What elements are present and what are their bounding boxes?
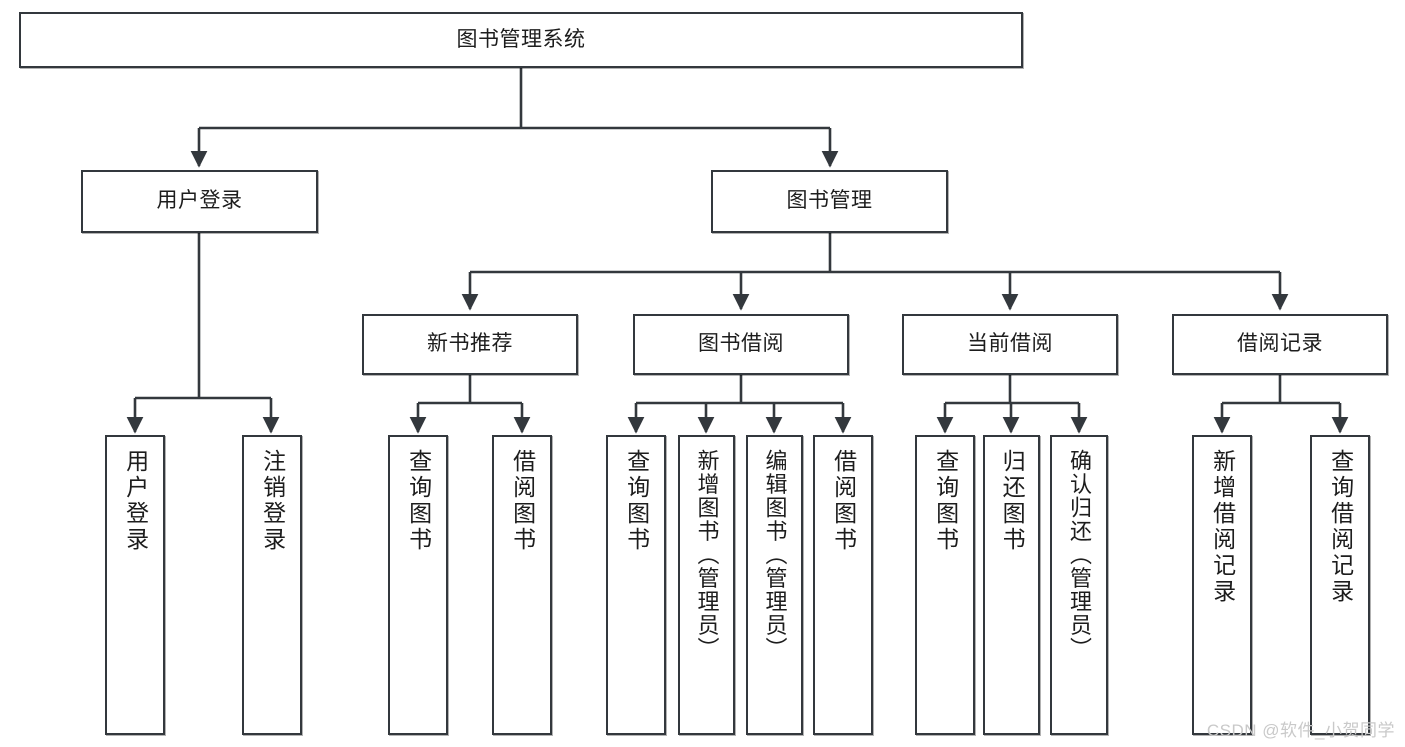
leaf-user-logout-label: 注销登录	[259, 449, 286, 553]
node-borrowing-record[interactable]: 借阅记录	[1172, 314, 1388, 375]
leaf-query-borrowing-record-label: 查询借阅记录	[1327, 449, 1354, 605]
node-book-management-label: 图书管理	[786, 189, 873, 213]
leaf-query-book-2[interactable]: 查询图书	[606, 435, 666, 735]
leaf-edit-book[interactable]: 编辑图书（管理员）	[746, 435, 803, 735]
leaf-confirm-return-label: 确认归还（管理员）	[1066, 449, 1092, 661]
leaf-add-book[interactable]: 新增图书（管理员）	[678, 435, 735, 735]
node-user-login-label: 用户登录	[156, 189, 243, 213]
leaf-query-borrowing-record[interactable]: 查询借阅记录	[1310, 435, 1370, 735]
leaf-borrow-book-2[interactable]: 借阅图书	[813, 435, 873, 735]
leaf-query-book-1[interactable]: 查询图书	[388, 435, 448, 735]
node-root-label: 图书管理系统	[456, 27, 586, 51]
leaf-query-book-1-label: 查询图书	[405, 449, 432, 553]
node-book-borrowing[interactable]: 图书借阅	[633, 314, 849, 375]
node-root[interactable]: 图书管理系统	[19, 12, 1023, 68]
leaf-query-book-3-label: 查询图书	[932, 449, 959, 553]
leaf-borrow-book-2-label: 借阅图书	[830, 449, 857, 553]
leaf-query-book-2-label: 查询图书	[623, 449, 650, 553]
node-current-borrowing-label: 当前借阅	[967, 332, 1053, 356]
node-current-borrowing[interactable]: 当前借阅	[902, 314, 1118, 375]
leaf-return-book-label: 归还图书	[999, 449, 1026, 553]
leaf-return-book[interactable]: 归还图书	[983, 435, 1040, 735]
node-borrowing-record-label: 借阅记录	[1237, 332, 1323, 356]
leaf-user-logout[interactable]: 注销登录	[242, 435, 302, 735]
leaf-user-login-label: 用户登录	[122, 449, 149, 553]
leaf-add-borrowing-record-label: 新增借阅记录	[1209, 449, 1236, 605]
leaf-confirm-return[interactable]: 确认归还（管理员）	[1050, 435, 1108, 735]
leaf-borrow-book-1-label: 借阅图书	[509, 449, 536, 553]
leaf-query-book-3[interactable]: 查询图书	[915, 435, 975, 735]
node-user-login[interactable]: 用户登录	[81, 170, 318, 233]
node-book-borrowing-label: 图书借阅	[698, 332, 784, 356]
node-new-book-recommendation-label: 新书推荐	[427, 332, 513, 356]
leaf-user-login[interactable]: 用户登录	[105, 435, 165, 735]
leaf-edit-book-label: 编辑图书（管理员）	[762, 449, 788, 661]
node-new-book-recommendation[interactable]: 新书推荐	[362, 314, 578, 375]
node-book-management[interactable]: 图书管理	[711, 170, 948, 233]
leaf-add-book-label: 新增图书（管理员）	[694, 449, 720, 661]
leaf-add-borrowing-record[interactable]: 新增借阅记录	[1192, 435, 1252, 735]
leaf-borrow-book-1[interactable]: 借阅图书	[492, 435, 552, 735]
